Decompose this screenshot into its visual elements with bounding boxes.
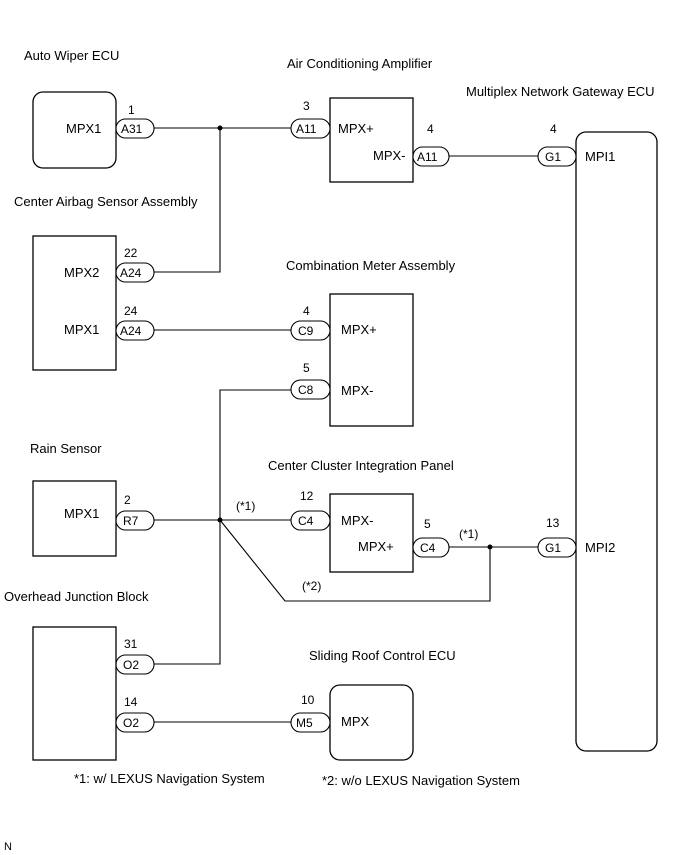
connector-code: R7 xyxy=(123,514,139,528)
connector-ac-a11-in: A11 3 xyxy=(290,99,331,139)
connector-pin: 3 xyxy=(303,99,310,113)
airbag-sensor-title: Center Airbag Sensor Assembly xyxy=(14,194,198,209)
connector-code: G1 xyxy=(545,541,561,555)
connector-code: C9 xyxy=(298,324,314,338)
connector-pin: 31 xyxy=(124,637,138,651)
junction-block-title: Overhead Junction Block xyxy=(4,589,149,604)
ac-amplifier-box xyxy=(329,97,414,183)
connector-pin: 14 xyxy=(124,695,138,709)
auto-wiper-mpx1-label: MPX1 xyxy=(66,121,101,136)
connector-rain-r7: R7 2 xyxy=(115,493,155,531)
splice-dot-rain xyxy=(217,517,223,523)
connector-junction-o2-31: O2 31 xyxy=(115,637,155,675)
connector-pin: 5 xyxy=(424,517,431,531)
airbag-mpx2-label: MPX2 xyxy=(64,265,99,280)
ac-mpx-plus-label: MPX+ xyxy=(338,121,374,136)
connector-pin: 12 xyxy=(300,489,314,503)
connector-code: G1 xyxy=(545,150,561,164)
gateway-mpi2-label: MPI2 xyxy=(585,540,615,555)
connector-cluster-c4-in: C4 12 xyxy=(290,489,331,531)
wire-note-nav-1: (*1) xyxy=(236,499,255,513)
connector-code: O2 xyxy=(123,658,139,672)
meter-box xyxy=(329,293,414,427)
connector-meter-c8: C8 5 xyxy=(290,361,331,400)
connector-meter-c9: C9 4 xyxy=(290,304,331,341)
wire-meter-c8-trunk xyxy=(154,389,291,665)
rain-sensor-box xyxy=(32,480,117,557)
connector-code: A31 xyxy=(121,122,143,136)
corner-mark: N xyxy=(4,841,12,853)
connector-ac-a11-out: A11 4 xyxy=(412,122,450,167)
meter-title: Combination Meter Assembly xyxy=(286,258,456,273)
connector-junction-o2-14: O2 14 xyxy=(115,695,155,733)
connector-pin: 10 xyxy=(301,693,315,707)
connector-pin: 4 xyxy=(550,122,557,136)
wire-note-nav-2: (*1) xyxy=(459,527,478,541)
gateway-ecu-box xyxy=(575,131,658,752)
airbag-sensor-box xyxy=(32,235,117,371)
footnote-with-nav: *1: w/ LEXUS Navigation System xyxy=(74,771,265,786)
connector-pin: 1 xyxy=(128,103,135,117)
connector-gateway-g1-bottom: G1 13 xyxy=(537,516,577,558)
airbag-mpx1-label: MPX1 xyxy=(64,322,99,337)
gateway-mpi1-label: MPI1 xyxy=(585,149,615,164)
ac-mpx-minus-label: MPX- xyxy=(373,148,406,163)
connector-roof-m5: M5 10 xyxy=(290,693,331,733)
junction-block-box xyxy=(32,626,117,761)
connector-code: C8 xyxy=(298,383,314,397)
cluster-panel-box xyxy=(329,493,414,573)
splice-dot-cluster xyxy=(487,544,493,550)
connector-code: M5 xyxy=(296,716,313,730)
cluster-mpx-plus-label: MPX+ xyxy=(358,539,394,554)
connector-airbag-a24-24: A24 24 xyxy=(115,304,155,341)
gateway-ecu-title: Multiplex Network Gateway ECU xyxy=(466,84,655,99)
connector-pin: 22 xyxy=(124,246,138,260)
connector-pin: 4 xyxy=(303,304,310,318)
connector-pin: 4 xyxy=(427,122,434,136)
connector-code: C4 xyxy=(420,541,436,555)
meter-mpx-plus-label: MPX+ xyxy=(341,322,377,337)
wire-junction-to-airbag-mpx2 xyxy=(154,128,221,273)
connector-pin: 5 xyxy=(303,361,310,375)
cluster-panel-title: Center Cluster Integration Panel xyxy=(268,458,454,473)
connector-code: A24 xyxy=(120,324,142,338)
connector-code: A24 xyxy=(120,266,142,280)
wires xyxy=(84,127,538,723)
connector-pin: 24 xyxy=(124,304,138,318)
sliding-roof-title: Sliding Roof Control ECU xyxy=(309,648,456,663)
splice-dot-top xyxy=(217,125,223,131)
auto-wiper-ecu-title: Auto Wiper ECU xyxy=(24,48,119,63)
cluster-mpx-minus-label: MPX- xyxy=(341,513,374,528)
wire-bypass-w-o-nav xyxy=(219,519,491,602)
meter-mpx-minus-label: MPX- xyxy=(341,383,374,398)
connector-airbag-a24-22: A24 22 xyxy=(115,246,155,283)
rain-mpx1-label: MPX1 xyxy=(64,506,99,521)
connector-code: A11 xyxy=(417,150,438,164)
sliding-roof-mpx-label: MPX xyxy=(341,714,370,729)
footnote-without-nav: *2: w/o LEXUS Navigation System xyxy=(322,773,520,788)
connector-gateway-g1-top: G1 4 xyxy=(537,122,577,167)
connector-code: C4 xyxy=(298,514,314,528)
connector-pin: 13 xyxy=(546,516,560,530)
rain-sensor-title: Rain Sensor xyxy=(30,441,102,456)
connector-pin: 2 xyxy=(124,493,131,507)
ac-amplifier-title: Air Conditioning Amplifier xyxy=(287,56,433,71)
connector-wiper-a31: A31 1 xyxy=(115,103,155,139)
wire-note-no-nav: (*2) xyxy=(302,579,321,593)
connector-cluster-c4-out: C4 5 xyxy=(412,517,450,558)
connector-code: A11 xyxy=(296,122,317,136)
connector-code: O2 xyxy=(123,716,139,730)
